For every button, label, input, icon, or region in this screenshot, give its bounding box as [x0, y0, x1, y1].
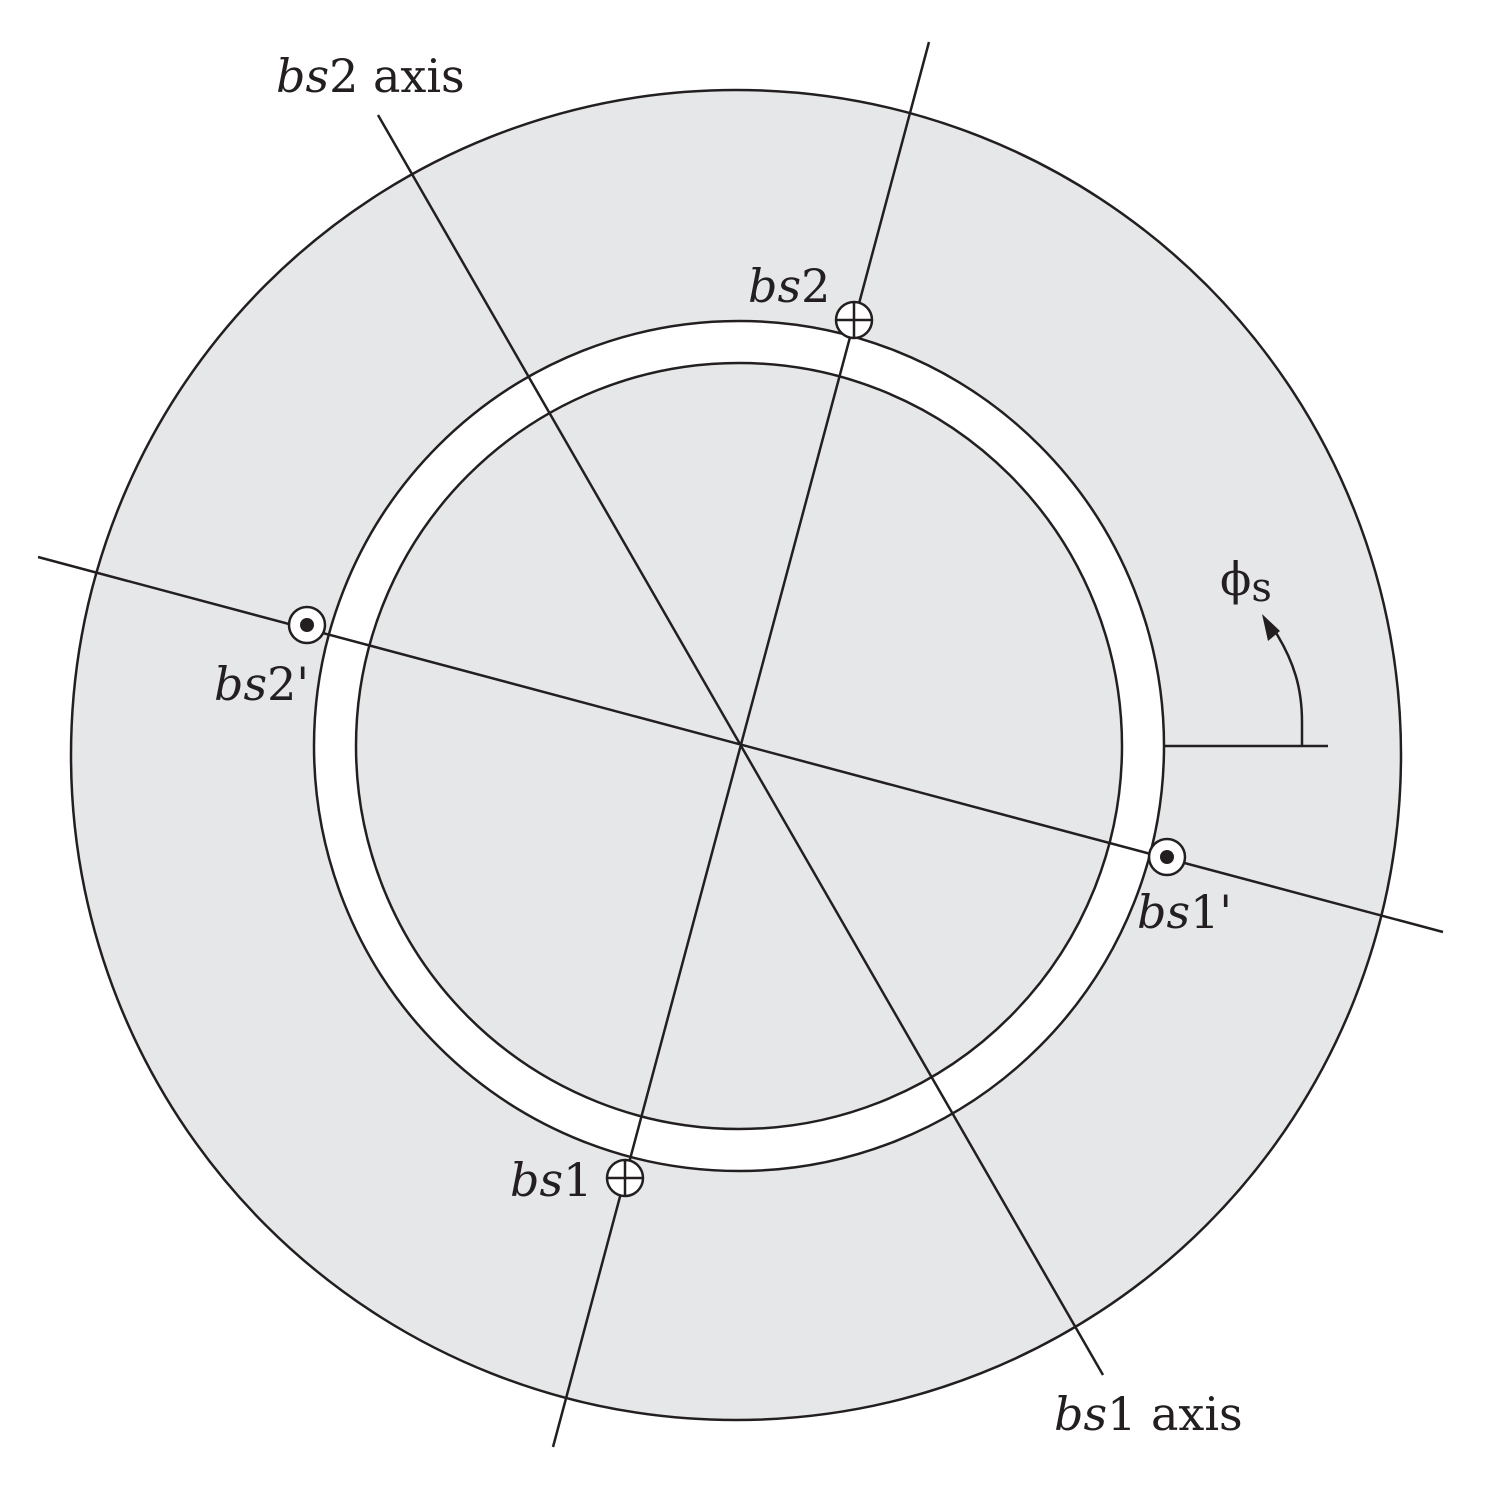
bs2-conductor-cross-icon — [834, 300, 874, 340]
bs1-prime-conductor-dot-icon — [1147, 837, 1187, 877]
bs1-label: bs1 — [510, 1153, 592, 1207]
bs1-prime-label: bs1' — [1137, 885, 1232, 939]
bs2-prime-conductor-dot-icon — [287, 605, 327, 645]
rotor-circle — [354, 361, 1124, 1131]
phi-s-label: ϕs — [1220, 552, 1272, 611]
bs2-label: bs2 — [748, 259, 830, 313]
bs2-axis-label: bs2 axis — [276, 49, 465, 103]
bs2-prime-label: bs2' — [214, 657, 309, 711]
bs2prime-bs1prime-conductor-line — [37, 555, 1444, 934]
bs1-axis-label: bs1 axis — [1054, 1387, 1243, 1441]
phi-direction-arrowhead — [1262, 614, 1280, 641]
bs1-conductor-cross-icon — [605, 1158, 645, 1198]
phi-direction-arc — [1271, 627, 1304, 746]
